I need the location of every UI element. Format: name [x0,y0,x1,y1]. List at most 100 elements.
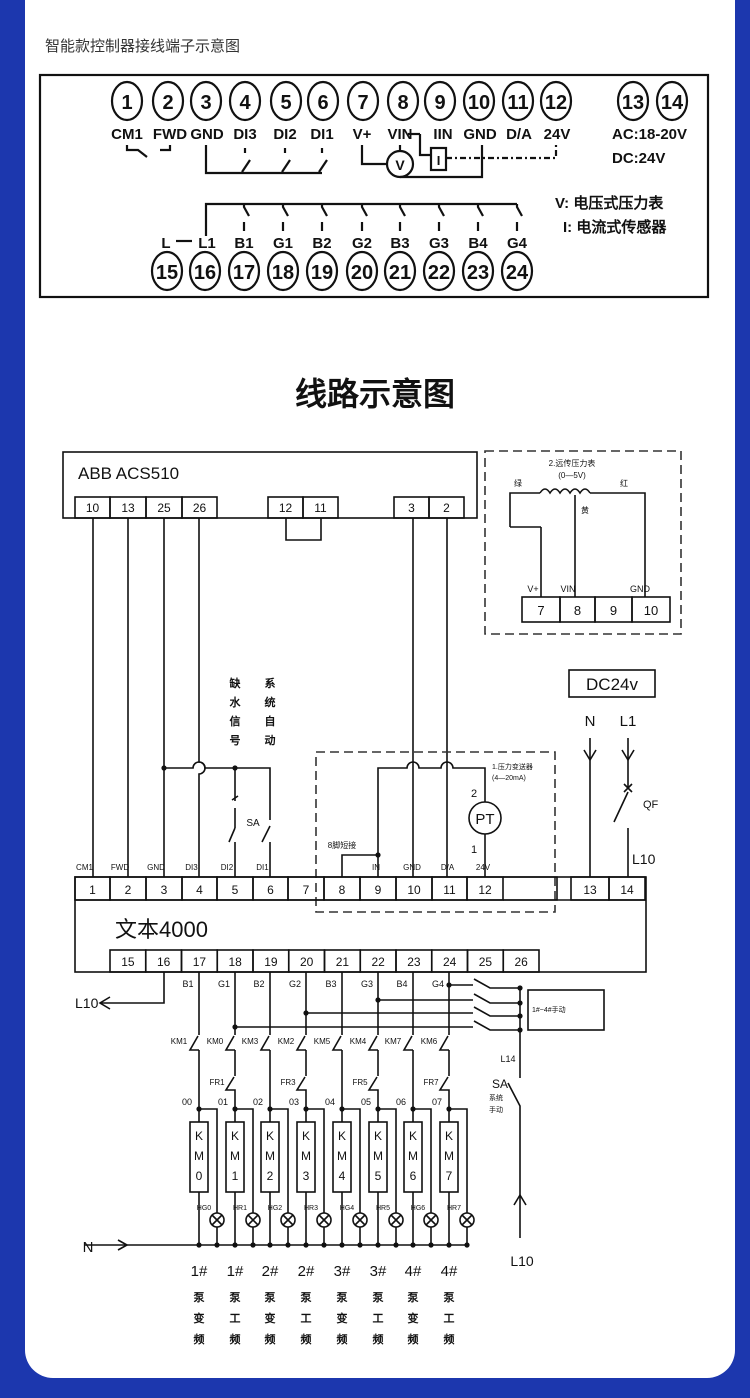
coil-label: K [409,1129,417,1143]
l10-label: L10 [75,995,99,1011]
coil-km [403,1121,423,1193]
page-frame-bottom [0,1378,750,1398]
signal-text: 号 [230,734,241,747]
controller-terminal-number: 12 [478,883,492,897]
controller-terminal-number: 11 [443,883,456,897]
coil-label: K [338,1129,346,1143]
switch-contact [318,159,328,173]
wire [509,492,540,527]
wire [377,761,486,877]
controller-terminal-number: 6 [267,883,274,897]
manual-switch [235,1020,520,1031]
terminal-number: 3 [200,92,211,114]
indicator-lamp-icon [282,1214,294,1226]
pump-label: 4# [405,1263,422,1280]
sensor-terminal-number: 8 [574,603,581,618]
pump-label: 泵 [337,1291,348,1304]
coil-km [332,1121,352,1193]
pump-label: 变 [265,1311,276,1325]
terminal-number: 4 [239,92,251,114]
terminal-oval [422,250,456,292]
terminal-label: D/A [506,126,532,143]
contact-label: KM7 [385,1037,402,1046]
wire [235,1108,254,1245]
relay-label: FR3 [280,1078,296,1087]
wire [164,761,271,812]
coil-km [260,1121,280,1193]
terminal-oval [306,80,340,122]
controller-terminal-number: 14 [620,883,634,897]
terminal-oval [151,80,185,122]
controller-terminal-label: FWD [111,863,129,872]
vfd-terminal-number: 11 [314,501,327,515]
controller-terminal-number: 17 [193,955,207,969]
controller-terminal-number: 1 [89,883,96,897]
terminal-number: 2 [162,92,173,114]
controller-terminal-number: 23 [407,955,421,969]
controller-terminal-number: 4 [196,883,203,897]
pump-label: 2# [262,1263,279,1280]
coil-label: K [445,1129,453,1143]
pin-label: VIN [560,584,575,594]
manual-box [527,989,605,1031]
output-signal-label: B4 [396,979,407,989]
pin-label: GND [630,584,651,594]
terminal-label: G2 [352,235,372,252]
terminal-oval [539,80,573,122]
relay-label: FR1 [209,1078,225,1087]
switch-contact [320,204,328,217]
output-signal-label: B3 [325,979,336,989]
controller-terminal-number: 25 [479,955,493,969]
contact-km [367,1035,378,1051]
controller-terminal-label: IN [372,863,380,872]
pump-label: 频 [444,1332,455,1346]
terminal-number: 19 [311,262,333,284]
terminal-number: 14 [661,92,684,114]
coil-label: 0 [196,1169,203,1183]
contact-km [188,1035,199,1051]
terminal-label: B4 [468,235,488,252]
terminal-label: B3 [390,235,409,252]
terminal-label: B1 [234,235,253,252]
sensor-terminal-number: 9 [610,603,617,618]
terminal-panel-box [38,73,710,299]
frame-corner [25,1348,55,1378]
controller-terminal-number: 22 [371,955,385,969]
terminal-oval [461,250,495,292]
section-title: 线路示意图 [295,376,455,412]
indicator-lamp-icon [352,1212,368,1228]
pump-label: 泵 [230,1291,241,1304]
output-number: 01 [218,1097,228,1107]
coil-label: K [374,1129,382,1143]
lamp-label: HG2 [268,1205,283,1212]
switch-contact [281,159,291,173]
frame-corner [705,1348,735,1378]
terminal-number: 5 [280,92,291,114]
pump-label: 变 [194,1311,205,1325]
controller-terminal-number: 16 [157,955,171,969]
terminal-number: 17 [233,262,255,284]
pump-label: 工 [301,1312,312,1325]
terminal-label: DI2 [273,126,296,143]
signal-text: 统 [265,695,276,709]
wire [270,1108,289,1245]
sa-text: 手动 [489,1105,503,1114]
terminal-label: GND [190,126,224,143]
controller-terminal-label: 24V [476,863,491,872]
terminal-oval [189,80,223,122]
breaker-mark [623,783,633,793]
contact-km [402,1035,413,1051]
wire [507,1082,521,1195]
terminal-number: 15 [156,262,178,284]
terminal-number: 9 [434,92,445,114]
coil-label: 4 [339,1169,346,1183]
manual-switch [306,1006,520,1017]
controller-terminal-number: 7 [303,883,310,897]
power-label-box [568,669,656,698]
coil-km [439,1121,459,1193]
coil-label: M [301,1149,311,1163]
vfd-terminal-number: 12 [279,501,293,515]
terminal-number: 23 [467,262,489,284]
common-wire [204,145,322,175]
terminal-label: L1 [198,235,216,252]
